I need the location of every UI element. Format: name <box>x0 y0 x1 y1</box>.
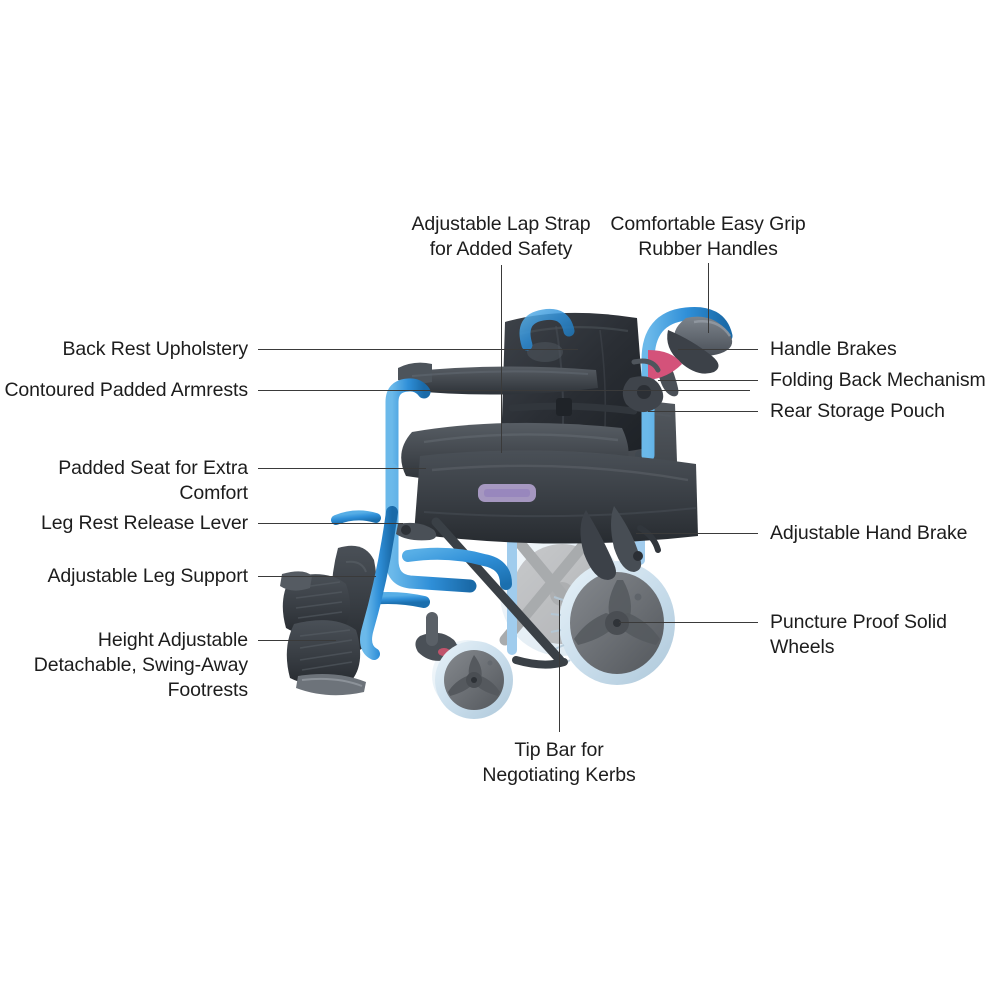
front-caster-wheel <box>415 612 513 719</box>
adjustable-lap-strap <box>508 398 638 416</box>
callout-label-back-rest: Back Rest Upholstery <box>62 338 249 360</box>
armrest-support-tube <box>385 378 431 477</box>
callout-label-hand-brake: Adjustable Hand Brake <box>770 522 968 544</box>
callout-label-solid-wheels: Puncture Proof Solid Wheels <box>770 611 947 658</box>
leader-line-hand-brake <box>636 533 758 535</box>
leader-line-footrests <box>258 640 336 642</box>
side-skirt-panel <box>414 450 698 544</box>
leg-rest-release-lever <box>396 522 437 541</box>
leader-line-tip-bar <box>559 600 561 732</box>
push-handle-assembly <box>519 306 733 462</box>
leader-line-solid-wheels <box>619 622 758 624</box>
leader-line-handle-brakes <box>678 349 758 351</box>
handle-brake-lever <box>648 330 719 397</box>
leader-line-storage-pouch <box>648 411 758 413</box>
leader-line-folding-back <box>658 380 758 382</box>
rear-solid-wheel <box>550 561 675 685</box>
adjustable-hand-brake <box>580 506 661 580</box>
callout-label-storage-pouch: Rear Storage Pouch <box>770 400 945 422</box>
leader-line-armrests <box>258 390 750 392</box>
folding-back-mechanism <box>622 358 664 413</box>
leader-line-lap-strap <box>501 265 503 453</box>
callout-label-armrests: Contoured Padded Armrests <box>4 379 248 401</box>
leader-line-leg-support <box>258 576 376 578</box>
callout-label-leg-rest-lever: Leg Rest Release Lever <box>40 512 248 534</box>
leader-line-padded-seat <box>258 468 426 470</box>
brake-release-trigger <box>648 350 682 380</box>
front-leg-tube <box>360 506 398 660</box>
callout-label-lap-strap: Adjustable Lap Strap for Added Safety <box>411 213 591 260</box>
callout-label-rubber-handles: Comfortable Easy Grip Rubber Handles <box>610 213 806 260</box>
leader-line-leg-rest-lever <box>258 523 403 525</box>
callout-label-handle-brakes: Handle Brakes <box>770 338 897 360</box>
callout-label-tip-bar: Tip Bar for Negotiating Kerbs <box>482 739 636 786</box>
cross-brace-bar <box>431 517 565 665</box>
leader-line-rubber-handles <box>708 263 710 333</box>
callout-label-padded-seat: Padded Seat for Extra Comfort <box>58 457 248 504</box>
leader-line-back-rest <box>258 349 578 351</box>
callout-label-folding-back: Folding Back Mechanism <box>770 369 986 391</box>
lower-frame <box>331 463 512 646</box>
callout-label-footrests: Height Adjustable Detachable, Swing-Away… <box>33 629 248 701</box>
callout-label-leg-support: Adjustable Leg Support <box>47 565 248 587</box>
